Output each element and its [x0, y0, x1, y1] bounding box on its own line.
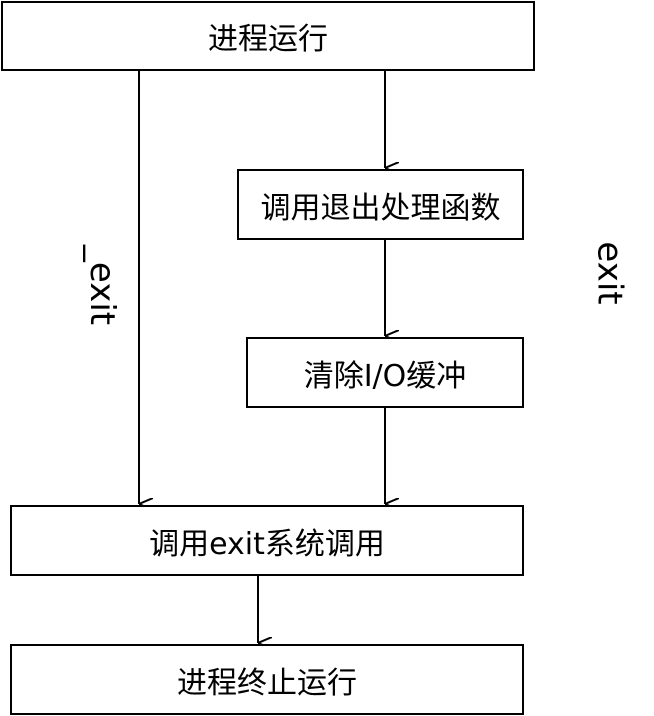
edge-label-exit: exit [589, 241, 630, 305]
node-process-running-label: 进程运行 [208, 22, 328, 57]
node-call-exit-syscall-label: 调用exit系统调用 [149, 526, 385, 562]
node-call-exit-handlers-label: 调用退出处理函数 [260, 190, 501, 226]
node-clear-io-buffer-label: 清除I/O缓冲 [303, 358, 467, 394]
node-process-terminated: 进程终止运行 [10, 644, 524, 715]
edge-label-underscore-exit: _exit [82, 244, 123, 326]
node-call-exit-handlers: 调用退出处理函数 [237, 169, 524, 240]
node-process-running: 进程运行 [1, 1, 535, 71]
node-process-terminated-label: 进程终止运行 [177, 665, 357, 701]
node-call-exit-syscall: 调用exit系统调用 [10, 505, 524, 576]
node-clear-io-buffer: 清除I/O缓冲 [246, 337, 524, 408]
